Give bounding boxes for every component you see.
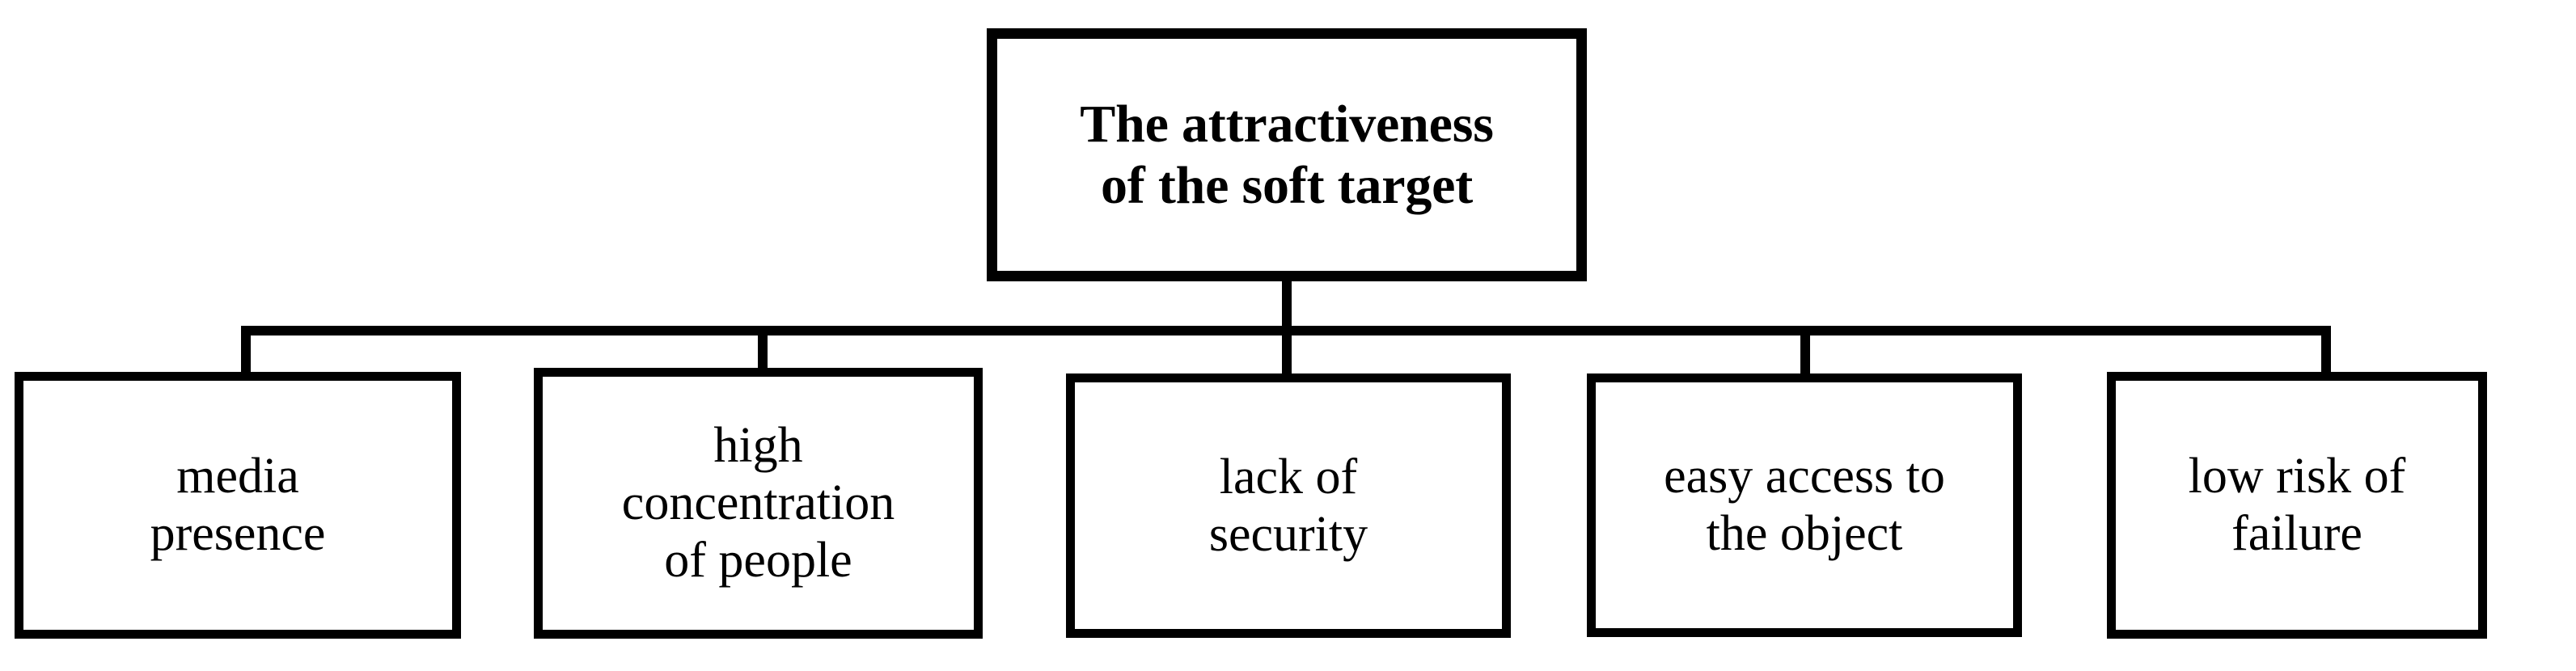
node-root-attractiveness-of-the-soft-target: The attractiveness of the soft target [987, 28, 1587, 281]
connector-root-stem [1282, 281, 1292, 330]
node-easy-access-to-the-object: easy access to the object [1587, 373, 2022, 637]
node-media-presence: media presence [15, 372, 461, 639]
node-low-risk-of-failure-label: low risk of failure [2188, 449, 2406, 561]
connector-drop-lack-of-security [1282, 326, 1292, 376]
node-root-label: The attractiveness of the soft target [1080, 95, 1494, 215]
node-low-risk-of-failure: low risk of failure [2107, 372, 2487, 639]
node-easy-access-to-the-object-label: easy access to the object [1664, 449, 1945, 561]
node-high-concentration-of-people: high concentration of people [534, 368, 983, 639]
connector-drop-media-presence [241, 326, 251, 374]
node-high-concentration-of-people-label: high concentration of people [621, 418, 895, 588]
connector-drop-easy-access-to-the-object [1800, 326, 1810, 376]
node-media-presence-label: media presence [150, 449, 326, 561]
connector-drop-high-concentration-of-people [758, 326, 768, 370]
node-lack-of-security-label: lack of security [1208, 449, 1368, 562]
node-lack-of-security: lack of security [1066, 373, 1511, 638]
connector-drop-low-risk-of-failure [2321, 326, 2331, 374]
